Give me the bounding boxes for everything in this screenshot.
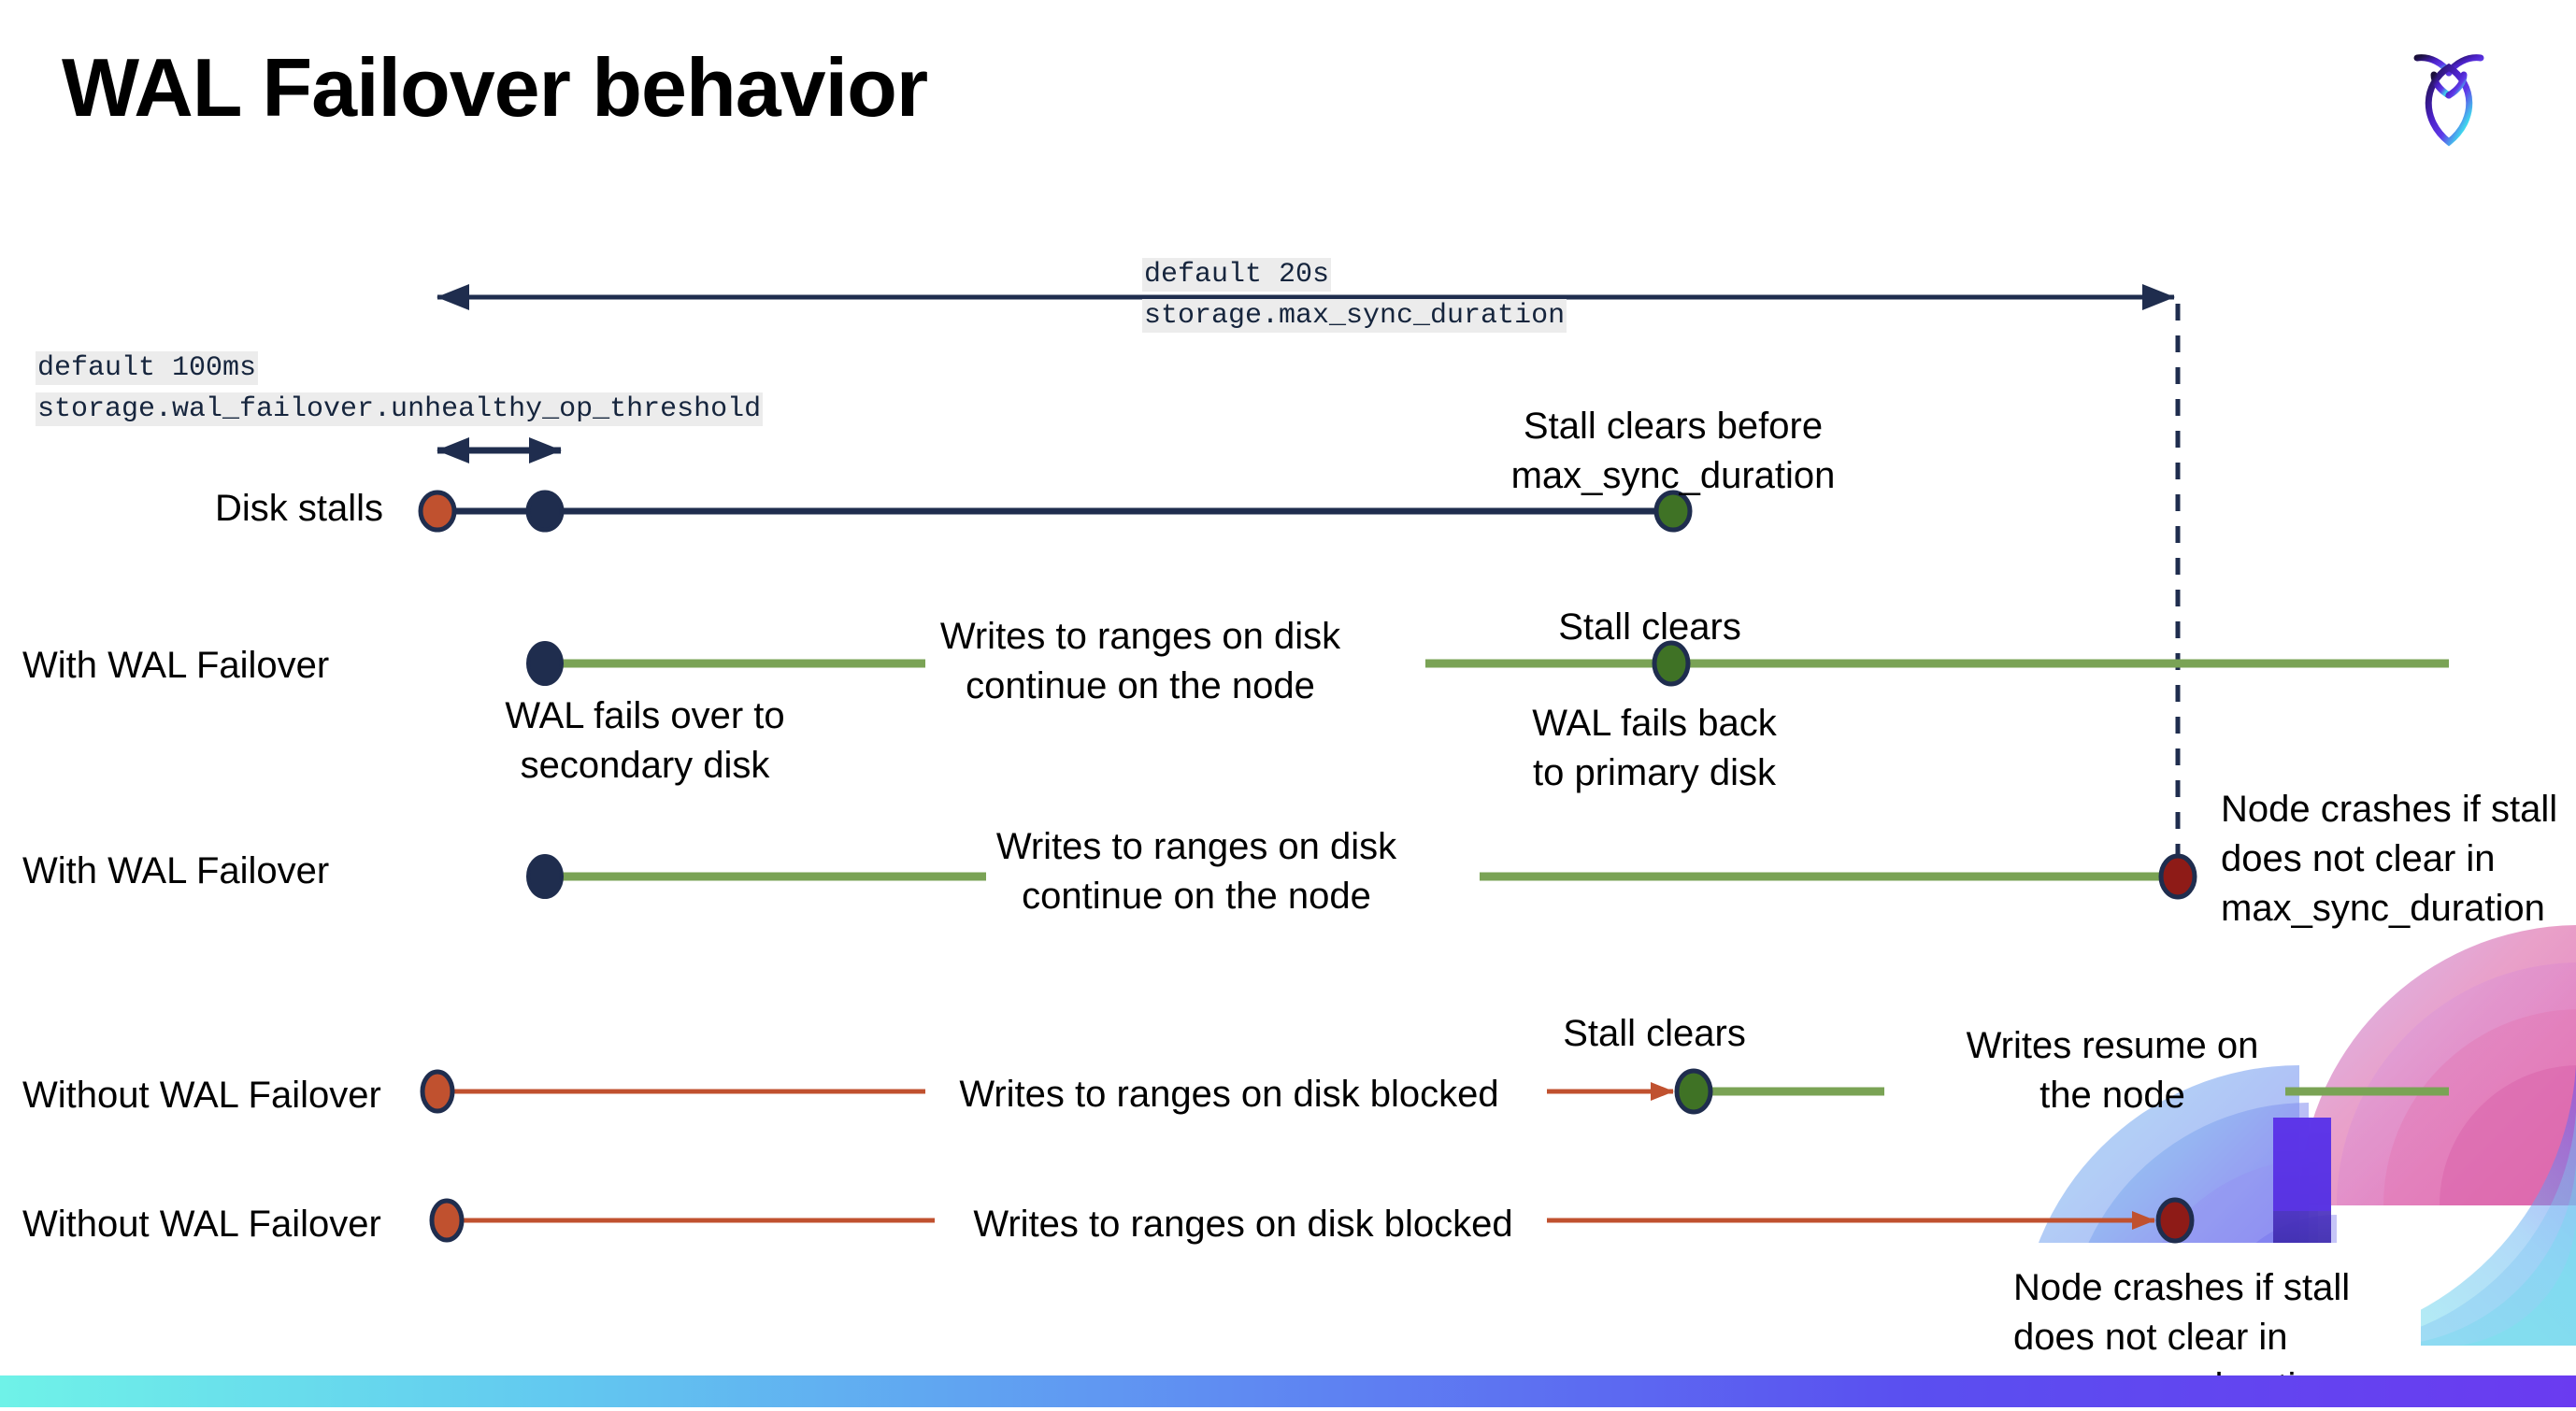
marker-stall-clears-3 [1674,1068,1713,1115]
callout-writes-resume: Writes resume on the node [1966,1025,2259,1116]
cockroachdb-logo [2393,34,2505,155]
marker-stall-clears [1653,490,1693,533]
row-without-wal-failover-1-track [420,1068,2449,1115]
marker-stall-start [418,490,457,533]
callout-wal-fails-back: WAL fails back to primary disk [1532,703,1777,793]
annotation-unhealthy-setting: storage.wal_failover.unhealthy_op_thresh… [36,392,764,427]
row-with-wal-failover-1-track [526,640,2449,687]
footer-gradient-bar [0,1375,2576,1407]
annotation-max-sync-duration: default 20s storage.max_sync_duration [1142,254,1567,337]
callout-writes-continue-1: Writes to ranges on disk continue on the… [939,616,1341,706]
callout-writes-blocked-2: Writes to ranges on disk blocked [973,1204,1513,1245]
row-with-wal-failover-2-track [526,853,2197,900]
row-label-disk-stalls: Disk stalls [214,488,383,529]
marker-failover-to-secondary-2 [526,854,564,899]
marker-node-crash-1 [2158,853,2197,900]
callout-stall-clears-2: Stall clears [1563,1013,1746,1054]
page-title: WAL Failover behavior [62,41,928,134]
callout-wal-fails-over: WAL fails over to secondary disk [505,695,785,786]
marker-node-crash-2 [2155,1197,2195,1244]
callout-node-crashes-1: Node crashes if stall does not clear in … [2221,789,2558,929]
row-without-wal-failover-2-track [429,1197,2195,1244]
annotation-unhealthy-default: default 100ms [36,351,259,385]
marker-stall-start-3 [429,1198,465,1243]
callout-writes-continue-2: Writes to ranges on disk continue on the… [995,826,1397,917]
marker-failover-point [525,490,565,533]
marker-failover-to-secondary [526,641,564,686]
annotation-max-sync-setting: storage.max_sync_duration [1142,299,1567,334]
row-label-with-wal-failover-2: With WAL Failover [22,850,330,891]
marker-stall-start-2 [420,1069,455,1114]
callout-writes-blocked-1: Writes to ranges on disk blocked [959,1074,1499,1115]
annotation-unhealthy-op-threshold: default 100ms storage.wal_failover.unhea… [36,348,764,431]
annotation-max-sync-default: default 20s [1142,258,1332,292]
marker-stall-clears-2 [1652,640,1691,687]
row-disk-stalls-track [418,490,1693,533]
row-label-without-wal-failover-1: Without WAL Failover [22,1075,381,1116]
callout-stall-clears-1: Stall clears [1558,606,1741,648]
row-label-without-wal-failover-2: Without WAL Failover [22,1204,381,1245]
callout-stall-clears-before-max-sync: Stall clears before max_sync_duration [1510,406,1836,496]
row-label-with-wal-failover-1: With WAL Failover [22,645,330,686]
